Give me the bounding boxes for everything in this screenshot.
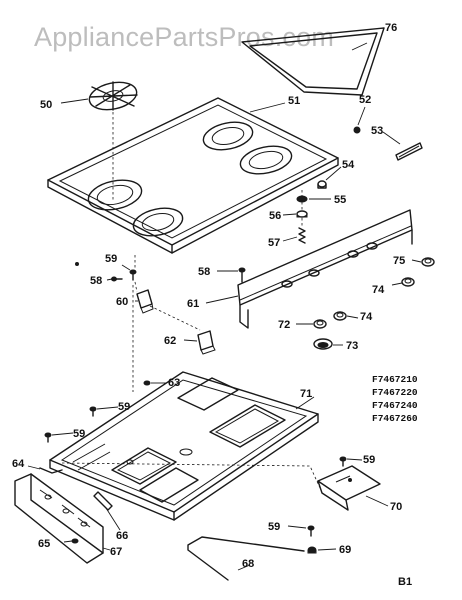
callout-57: 57 [268,237,280,249]
part-66-valve-stem [93,491,113,511]
model-number-3: F7467240 [372,400,418,411]
part-52-plug [353,126,361,134]
callout-50: 50 [40,99,52,111]
callout-74-lower: 74 [360,311,373,323]
part-53-clip [395,142,423,161]
callout-74-upper: 74 [372,284,385,296]
callout-70: 70 [390,501,402,513]
part-68-rod [187,536,305,581]
callout-54: 54 [342,159,355,171]
part-59-screw-e [307,525,315,537]
part-59-screw-d [339,456,347,467]
part-58-screw-right [238,267,246,283]
part-58-screw-left [111,276,123,282]
callout-59-bottom: 59 [268,521,280,533]
part-69-grommet [307,546,317,554]
part-67-control-panel [14,473,104,564]
part-74-orifice-cap-a [401,277,415,287]
callout-53: 53 [371,125,383,137]
part-56-nut [296,210,308,218]
callout-68: 68 [242,558,254,570]
callout-60: 60 [116,296,128,308]
part-59-screw-a [129,269,137,281]
callout-59-right: 59 [363,454,375,466]
part-54-grommet [317,180,327,189]
callout-58-left: 58 [90,275,102,287]
callout-55: 55 [334,194,346,206]
callout-67: 67 [110,546,122,558]
callout-63: 63 [168,377,180,389]
callout-61: 61 [187,298,199,310]
part-55-washer [296,195,308,203]
small-dot [75,262,79,266]
part-63-screw [143,380,151,386]
watermark-text: AppliancePartsPros.com [34,22,334,52]
callout-72: 72 [278,319,290,331]
leader-lines [27,42,422,571]
part-64-spring-clip [39,467,63,474]
model-number-list: F7467210 F7467220 F7467240 F7467260 [372,374,418,424]
part-62-igniter-module [197,330,216,355]
part-59-screw-c [44,432,52,443]
part-65-screw [71,538,79,544]
part-60-valve-bracket [136,289,154,314]
part-51-cooktop [47,97,339,254]
callout-71: 71 [300,388,312,400]
model-number-1: F7467210 [372,374,418,385]
callout-59-left: 59 [73,428,85,440]
callout-73: 73 [346,340,358,352]
part-72-orifice-cap [313,319,327,329]
callout-59-mid: 59 [118,401,130,413]
callout-62: 62 [164,335,176,347]
callout-56: 56 [269,210,281,222]
callout-52: 52 [359,94,371,106]
callout-75: 75 [393,255,405,267]
part-59-screw-b [89,406,97,417]
callout-59-top: 59 [105,253,117,265]
part-70-bracket [317,465,381,511]
callout-65: 65 [38,538,50,550]
callout-labels: 50 51 52 53 54 55 56 57 58 58 59 60 61 6… [12,22,405,570]
part-61-manifold-bracket [237,209,413,329]
callout-66: 66 [116,530,128,542]
model-number-2: F7467220 [372,387,418,398]
callout-76: 76 [385,22,397,34]
part-57-spring [298,227,306,244]
part-71-burner-box [49,371,319,521]
callout-58-right: 58 [198,266,210,278]
part-75-orifice-cap [421,257,435,267]
part-73-burner-ring [313,338,333,350]
part-74-orifice-cap-b [333,311,347,321]
page-code: B1 [398,576,412,588]
model-number-4: F7467260 [372,413,418,424]
callout-51: 51 [288,95,300,107]
callout-64: 64 [12,458,25,470]
callout-69: 69 [339,544,351,556]
part-76-cover-panel [241,27,385,96]
part-50-burner-grate [88,81,138,111]
